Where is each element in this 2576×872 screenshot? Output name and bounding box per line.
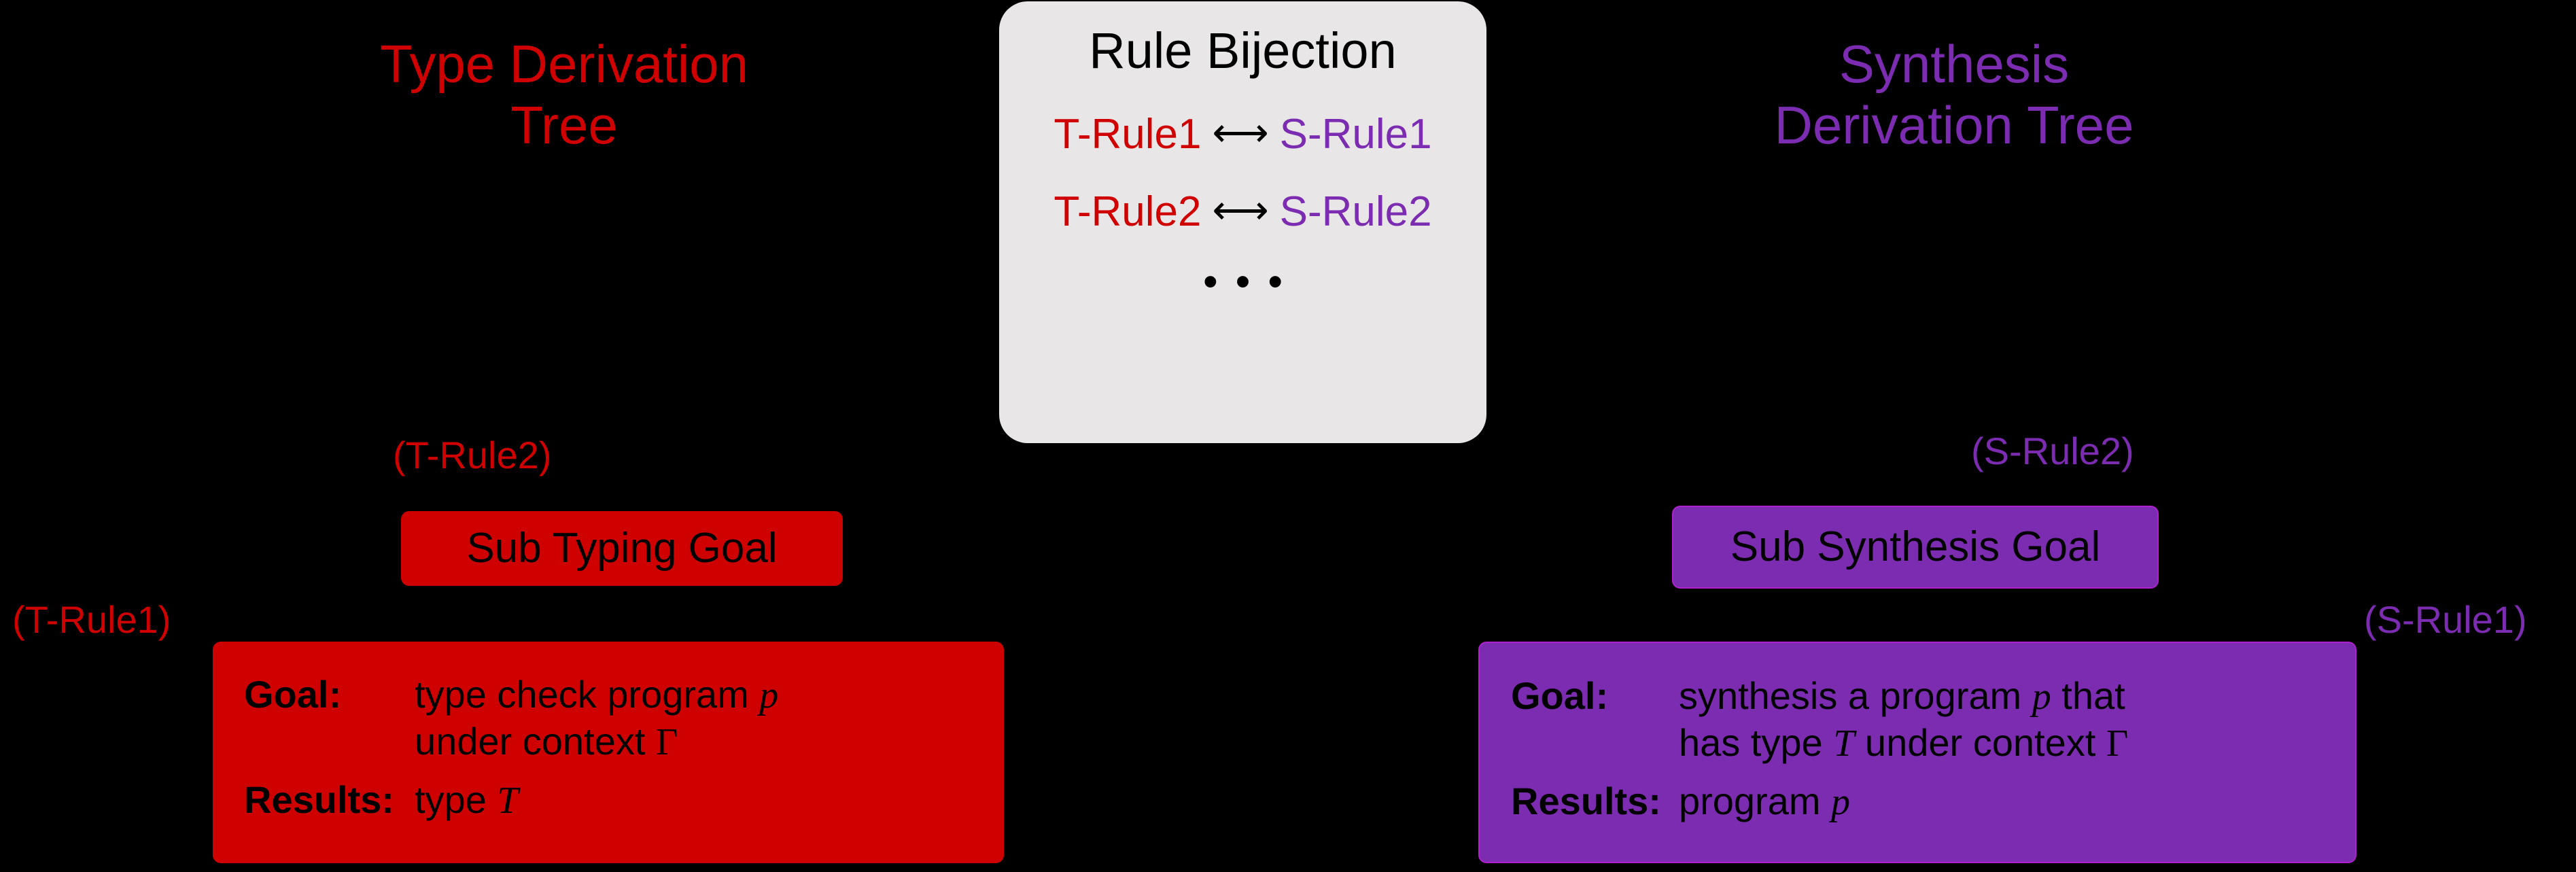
ellipsis-icon: ••• <box>1202 258 1301 306</box>
typing-goal-value-program-var: p <box>759 674 779 716</box>
synthesis-goal-value: synthesis a program p that has type T und… <box>1679 673 2128 767</box>
synthesis-goal-value-context-var: Γ <box>2106 722 2129 765</box>
typing-goal-value: type check program p under context Γ <box>415 672 778 766</box>
sub-typing-goal-node: Sub Typing Goal <box>401 511 843 586</box>
rule-tag-t-rule2: (T-Rule2) <box>393 434 552 476</box>
rule-tag-s-rule2: (S-Rule2) <box>1971 430 2134 472</box>
synthesis-results-value-text: program <box>1678 779 1832 822</box>
synthesis-goal-value-line2-mid: under context <box>1854 721 2106 765</box>
typing-root-fields: Goal: type check program p under context … <box>244 672 778 824</box>
type-derivation-tree-title: Type Derivation Tree <box>380 34 748 155</box>
rule-tag-s-rule1: (S-Rule1) <box>2364 598 2527 641</box>
rule-bijection-panel: Rule Bijection T-Rule1 ⟷ S-Rule1 T-Rule2… <box>999 1 1486 443</box>
synthesis-goal-value-line2-text: has type <box>1678 721 1834 765</box>
synthesis-derivation-tree-title: Synthesis Derivation Tree <box>1774 34 2134 155</box>
bijection-row-2-left: T-Rule2 <box>1054 188 1202 236</box>
synthesis-goal-key: Goal: <box>1511 674 1609 717</box>
synthesis-goal-value-line1-text: synthesis a program <box>1678 674 2032 717</box>
rule-bijection-title: Rule Bijection <box>1089 22 1397 79</box>
double-arrow-icon: ⟷ <box>1212 111 1269 156</box>
synthesis-root-fields: Goal: synthesis a program p that has type… <box>1511 673 2128 825</box>
synthesis-goal-row: Goal: synthesis a program p that has type… <box>1511 673 2128 767</box>
double-arrow-icon: ⟷ <box>1212 188 1269 233</box>
typing-goal-value-context-var: Γ <box>655 721 678 764</box>
typing-results-key: Results: <box>244 778 394 821</box>
typing-goal-value-line1-text: type check program <box>414 673 760 716</box>
bijection-row-2: T-Rule2 ⟷ S-Rule2 <box>1005 191 1481 233</box>
sub-typing-goal-label: Sub Typing Goal <box>466 525 778 572</box>
synthesis-results-value: program p <box>1679 767 2128 825</box>
synthesis-results-row: Results: program p <box>1511 767 2128 825</box>
bijection-row-1-left: T-Rule1 <box>1054 111 1202 158</box>
synthesis-results-value-program-var: p <box>1831 780 1851 823</box>
synthesis-goal-value-program-var: p <box>2032 676 2051 718</box>
typing-root-node: Goal: type check program p under context … <box>213 642 1004 863</box>
bijection-row-1: T-Rule1 ⟷ S-Rule1 <box>1005 114 1481 156</box>
synthesis-results-key: Results: <box>1511 779 1661 822</box>
typing-goal-key: Goal: <box>244 673 342 716</box>
sub-synthesis-goal-node: Sub Synthesis Goal <box>1672 506 2159 589</box>
rule-tag-t-rule1: (T-Rule1) <box>12 598 171 641</box>
synthesis-goal-value-type-var: T <box>1833 722 1855 765</box>
typing-goal-value-line2-text: under context <box>414 720 656 763</box>
typing-results-value: type T <box>415 766 778 824</box>
typing-goal-row: Goal: type check program p under context … <box>244 672 778 766</box>
typing-results-row: Results: type T <box>244 766 778 824</box>
synthesis-root-node: Goal: synthesis a program p that has type… <box>1478 642 2356 863</box>
bijection-row-2-right: S-Rule2 <box>1279 188 1432 236</box>
typing-results-value-type-var: T <box>497 779 519 822</box>
synthesis-goal-value-line1-tail: that <box>2051 674 2125 717</box>
typing-results-value-text: type <box>414 778 498 821</box>
sub-synthesis-goal-label: Sub Synthesis Goal <box>1730 523 2101 570</box>
bijection-row-1-right: S-Rule1 <box>1279 111 1432 158</box>
